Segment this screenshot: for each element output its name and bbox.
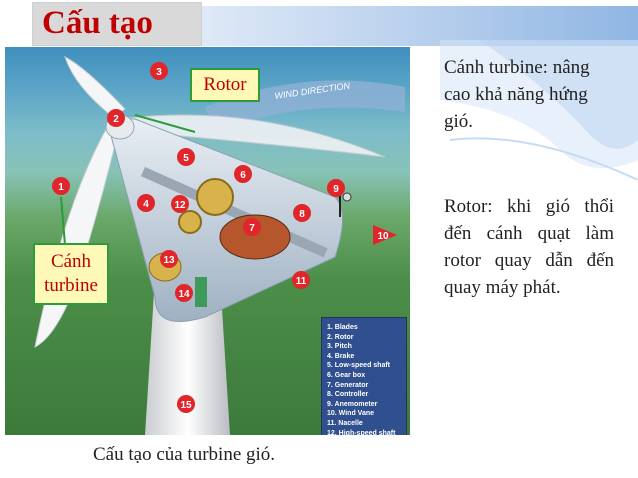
callout-5: 5 <box>183 153 189 164</box>
rotor-description: Rotor: khi gió thổi đến cánh quạt làm ro… <box>444 196 614 298</box>
legend-item: 9. Anemometer <box>327 400 378 408</box>
legend-item: 1. Blades <box>327 324 358 331</box>
callout-4: 4 <box>143 199 149 210</box>
callout-8: 8 <box>299 209 305 220</box>
blade-label-line1: Cánh <box>50 251 92 272</box>
legend-item: 12. High-speed shaft <box>327 429 396 435</box>
title-band-decoration <box>200 6 638 46</box>
title-box <box>32 2 202 46</box>
slide-title: Cấu tạo <box>42 5 153 41</box>
callout-6: 6 <box>240 170 246 181</box>
legend-item: 11. Nacelle <box>327 419 363 427</box>
figure-caption: Cấu tạo của turbine gió. <box>93 444 276 465</box>
legend-item: 2. Rotor <box>327 333 354 341</box>
blade-label: Cánh turbine <box>33 243 109 305</box>
blade-label-line2: turbine <box>44 275 98 296</box>
blade-lower <box>34 116 121 348</box>
rotor-label-text: Rotor <box>203 74 247 95</box>
legend-item: 6. Gear box <box>327 371 366 379</box>
legend-item: 3. Pitch <box>327 343 352 351</box>
callout-3: 3 <box>156 67 162 78</box>
nacelle <box>109 118 343 322</box>
legend-item: 10. Wind Vane <box>327 410 375 418</box>
callout-12: 12 <box>174 200 186 211</box>
blade-upper <box>64 56 126 118</box>
legend-item: 4. Brake <box>327 352 355 360</box>
callout-14: 14 <box>178 289 190 300</box>
legend-item: 8. Controller <box>327 391 369 399</box>
decorative-wave <box>440 40 638 180</box>
legend-item: 7. Generator <box>327 381 369 389</box>
generator <box>219 214 291 260</box>
rotor-label: Rotor <box>190 68 260 102</box>
callout-13: 13 <box>163 255 175 266</box>
legend-item: 5. Low-speed shaft <box>327 362 391 370</box>
callout-1: 1 <box>58 182 64 193</box>
callout-7: 7 <box>249 223 255 234</box>
callout-15: 15 <box>180 400 192 411</box>
callout-2: 2 <box>113 114 119 125</box>
callout-11: 11 <box>296 276 307 287</box>
wind-turbine-diagram: WIND DIRECTION 1 2 3 4 5 6 7 8 9 10 <box>5 47 410 435</box>
blade-description: Cánh turbine: nâng cao khả năng hứng gió… <box>444 57 590 132</box>
callout-9: 9 <box>333 184 339 195</box>
blade-right <box>119 114 386 158</box>
callout-10: 10 <box>377 231 389 242</box>
